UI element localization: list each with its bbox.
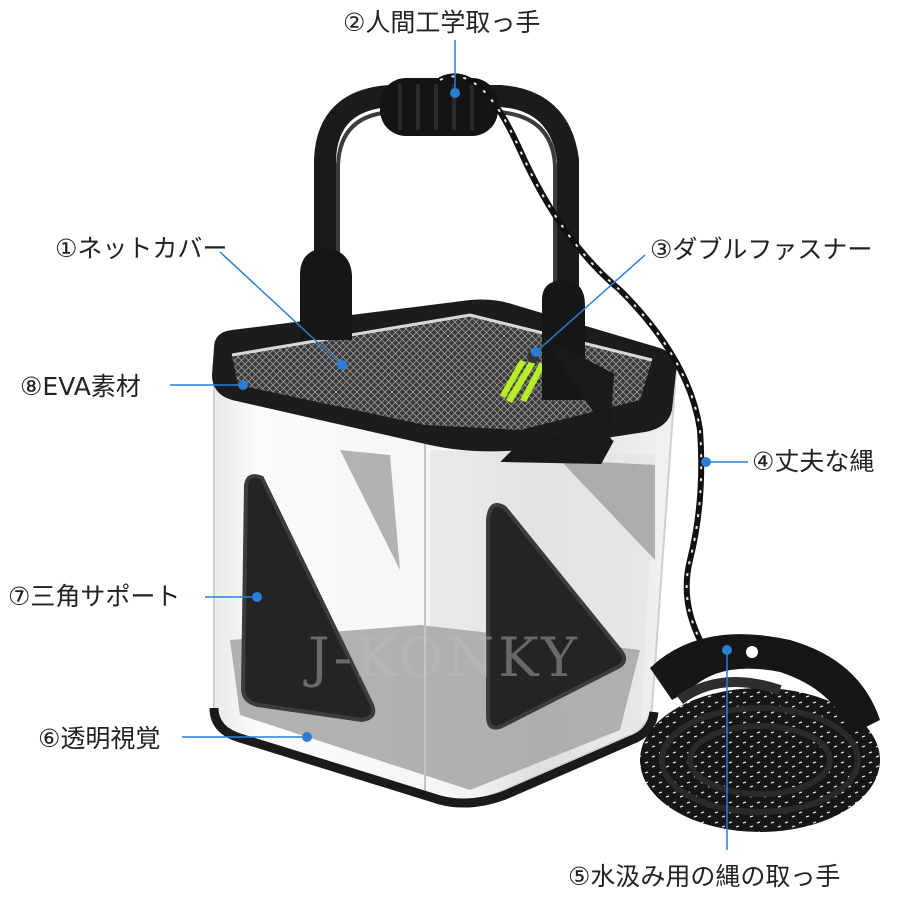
rope-coil [640,688,880,832]
triangle-support-right [486,503,627,730]
handle [300,78,615,465]
label-eva-material: ⑧EVA素材 [20,372,141,401]
label-double-zipper: ③ダブルファスナー [650,235,873,264]
label-ergonomic-handle: ②人間工学取っ手 [343,8,541,37]
rope-handle-hole [746,646,758,658]
label-triangle-support: ⑦三角サポート [8,582,181,611]
rope-handle [650,634,880,735]
triangle-support-left [240,474,376,723]
label-sturdy-rope: ④丈夫な縄 [752,447,875,476]
handle-grip [380,78,498,136]
marker-dots [238,88,732,742]
label-net-cover: ①ネットカバー [55,234,228,263]
label-transparent-view: ⑥透明視覚 [38,724,161,753]
rope [438,73,705,642]
label-rope-handle: ⑤水汲み用の縄の取っ手 [568,862,841,891]
watermark: J-KONKY [308,626,581,689]
leader-lines [170,40,748,850]
